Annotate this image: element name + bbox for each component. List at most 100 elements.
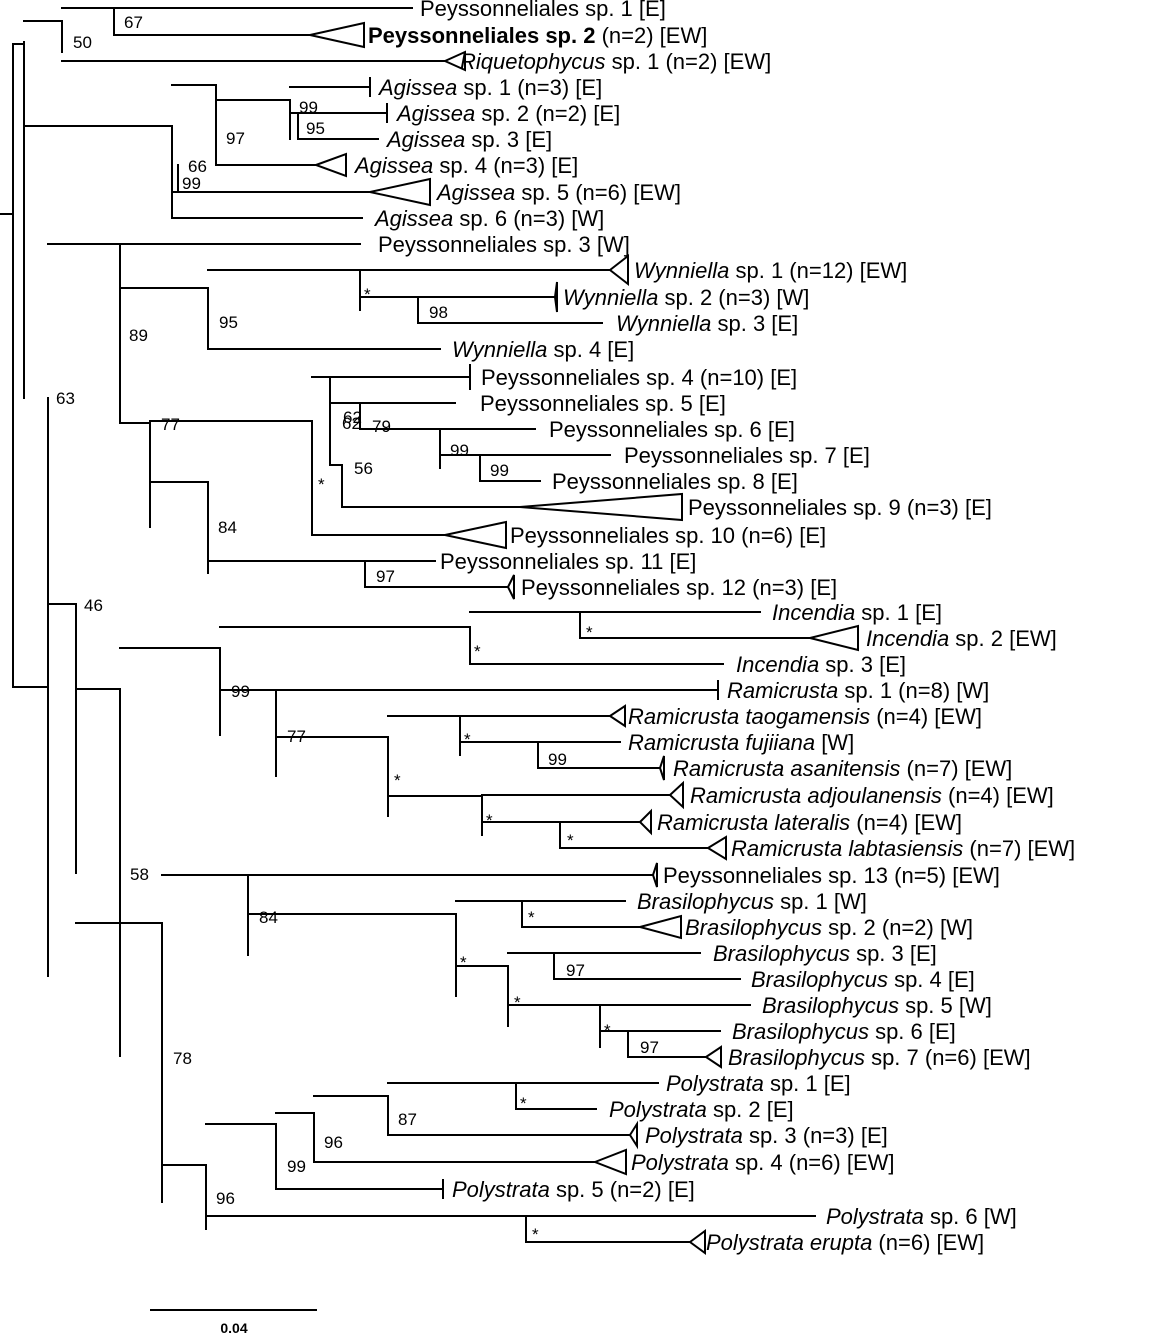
taxon-genus: Ramicrusta [727,678,838,703]
support-value: 66 [188,157,207,176]
tip: Riquetophycus sp. 1 (n=2) [EW] [61,49,772,74]
taxon-genus: Agissea [373,206,453,231]
support-value: 89 [129,326,148,345]
taxon-label: Agissea sp. 4 (n=3) [E] [353,153,578,178]
tip: Wynniella sp. 1 (n=12) [EW] [359,253,907,287]
taxon-label: Agissea sp. 3 [E] [385,127,552,152]
collapsed-clade-triangle [309,21,365,49]
support-value: 95 [306,119,325,138]
support-value: 97 [226,129,245,148]
support-value: 77 [161,415,180,434]
collapsed-clade-triangle [688,1229,706,1255]
taxon-label: Wynniella sp. 3 [E] [616,311,798,336]
support-value: 99 [231,682,250,701]
taxon-genus: Riquetophycus [460,49,606,74]
taxon-name: Peyssonneliales sp. 1 [E] [420,0,666,21]
taxon-name: sp. 6 (n=3) [W] [453,206,604,231]
tip: Agissea sp. 3 [E] [297,127,552,152]
taxon-genus: Brasilophycus [713,941,850,966]
taxon-name: Peyssonneliales sp. 10 (n=6) [E] [510,523,826,548]
taxon-name: (n=7) [EW] [963,836,1075,861]
taxon-name: sp. 3 [E] [819,652,906,677]
taxon-label: Ramicrusta taogamensis (n=4) [EW] [628,704,982,729]
support-value: 87 [398,1110,417,1129]
taxon-name: Peyssonneliales sp. 11 [E] [440,549,696,574]
tip: Ramicrusta adjoulanensis (n=4) [EW] [481,780,1054,810]
support-star: * [532,1225,539,1244]
tip: Brasilophycus sp. 7 (n=6) [EW] [627,1045,1031,1070]
tip: Peyssonneliales sp. 12 (n=3) [E] [364,574,837,600]
taxon-genus: Brasilophycus [762,993,899,1018]
tip: Polystrata sp. 2 [E] [515,1097,794,1122]
tip: Polystrata sp. 5 (n=2) [E] [275,1177,695,1202]
support-star: * [318,475,325,494]
taxon-name: Peyssonneliales sp. 6 [E] [549,417,795,442]
taxon-name: sp. 2 (n=2) [W] [822,915,973,940]
tip: Ramicrusta lateralis (n=4) [EW] [559,808,962,836]
taxon-genus: Wynniella [616,311,711,336]
taxon-label: Ramicrusta labtasiensis (n=7) [EW] [731,836,1075,861]
support-value: 46 [84,596,103,615]
support-value: 78 [173,1049,192,1068]
collapsed-clade-triangle [369,177,431,207]
taxon-name: (n=7) [EW] [900,756,1012,781]
taxon-name: [W] [815,730,854,755]
taxon-label: Agissea sp. 6 (n=3) [W] [373,206,604,231]
tip: Ramicrusta labtasiensis (n=7) [EW] [559,835,1075,861]
tip: Ramicrusta taogamensis (n=4) [EW] [459,704,982,729]
tip: Wynniella sp. 2 (n=3) [W] [417,281,809,313]
taxon-label: Polystrata sp. 5 (n=2) [E] [452,1177,695,1202]
taxon-label: Peyssonneliales sp. 8 [E] [552,469,798,494]
collapsed-clade-triangle [638,808,652,836]
taxon-label: Ramicrusta sp. 1 (n=8) [W] [727,678,989,703]
taxon-name: sp. 6 [W] [924,1204,1017,1229]
taxon-label: Incendia sp. 3 [E] [736,652,906,677]
taxon-label: Brasilophycus sp. 4 [E] [751,967,975,992]
taxon-name: sp. 4 (n=6) [EW] [729,1150,895,1175]
taxon-name: sp. 3 [E] [711,311,798,336]
support-star: * [460,953,467,972]
collapsed-clade-triangle [809,624,859,652]
taxon-genus: Brasilophycus [685,915,822,940]
support-value: 56 [354,459,373,478]
collapsed-clade-triangle [608,253,629,287]
taxon-label: Polystrata erupta (n=6) [EW] [706,1230,984,1255]
taxon-genus: Polystrata [666,1071,764,1096]
taxon-genus: Ramicrusta lateralis [657,810,850,835]
taxon-genus: Ramicrusta asanitensis [673,756,900,781]
taxon-name: sp. 1 (n=2) [EW] [606,49,772,74]
taxon-genus: Polystrata [452,1177,550,1202]
tip: Peyssonneliales sp. 1 [E] [113,0,666,21]
support-value: 95 [219,313,238,332]
taxon-label: Agissea sp. 5 (n=6) [EW] [435,180,681,205]
taxon-name: (n=4) [EW] [942,783,1054,808]
support-star: * [486,811,493,830]
support-value: 99 [287,1157,306,1176]
taxon-genus: Polystrata erupta [706,1230,872,1255]
tip: Agissea sp. 6 (n=3) [W] [171,206,604,231]
taxon-genus: Incendia [772,600,855,625]
taxon-name: sp. 5 (n=2) [E] [550,1177,695,1202]
support-value: 50 [73,33,92,52]
taxon-name: sp. 3 [E] [465,127,552,152]
taxon-label: Ramicrusta lateralis (n=4) [EW] [657,810,962,835]
tip: Incendia sp. 3 [E] [469,652,906,677]
taxon-name: sp. 1 [W] [774,889,867,914]
support-value: 99 [548,750,567,769]
support-star: * [567,831,574,850]
taxon-label: Peyssonneliales sp. 11 [E] [440,549,696,574]
support-star: * [364,285,371,304]
taxon-genus: Polystrata [631,1150,729,1175]
support-star: * [520,1094,527,1113]
tips: Peyssonneliales sp. 1 [E] Peyssonneliales… [61,0,1075,1255]
tip: Peyssonneliales sp. 6 [E] [439,417,795,442]
collapsed-clade-triangle [506,574,515,600]
support-value: 97 [640,1038,659,1057]
support-value: 63 [56,389,75,408]
collapsed-clade-triangle [592,1148,627,1176]
taxon-genus: Agissea [377,75,457,100]
support-value: 96 [216,1189,235,1208]
taxon-name: sp. 1 [E] [764,1071,851,1096]
taxon-label: Polystrata sp. 2 [E] [609,1097,794,1122]
